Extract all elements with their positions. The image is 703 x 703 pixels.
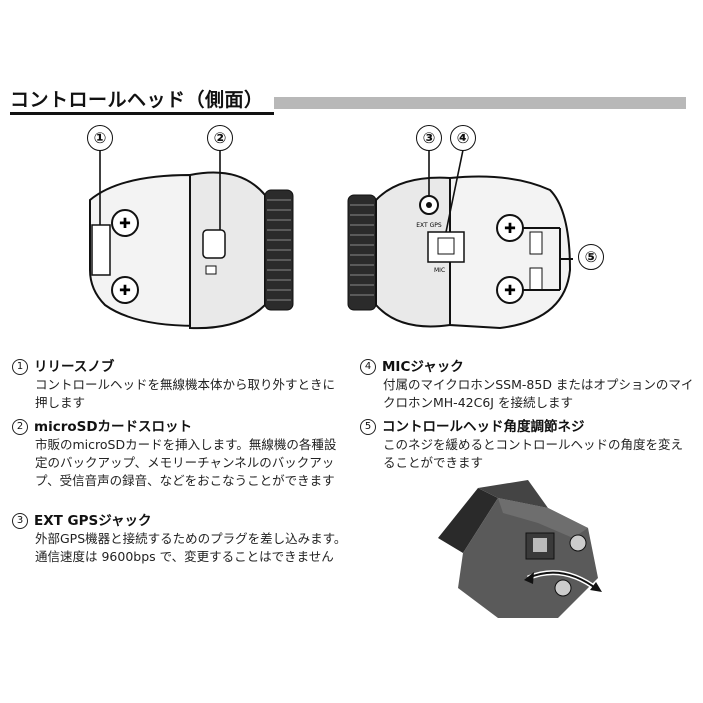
- svg-text:✚: ✚: [119, 283, 131, 299]
- mic-label: MIC: [434, 267, 445, 274]
- item-ext-gps-jack: 3 EXT GPSジャック 外部GPS機器と接続するためのプラグを差し込みます。通…: [12, 512, 347, 566]
- svg-text:✚: ✚: [504, 283, 516, 299]
- item-number: 3: [12, 513, 28, 529]
- item-release-knob: 1 リリースノブ コントロールヘッドを無線機本体から取り外すときに押します: [12, 358, 347, 412]
- right-side-view: EXT GPS MIC ✚ ✚: [347, 175, 573, 330]
- item-title: コントロールヘッド角度調節ネジ: [382, 419, 585, 435]
- item-title: EXT GPSジャック: [34, 513, 152, 529]
- item-body: コントロールヘッドを無線機本体から取り外すときに押します: [35, 377, 336, 410]
- item-title: microSDカードスロット: [34, 419, 193, 435]
- angle-adjust-photo: [438, 480, 602, 618]
- section-title: コントロールヘッド（側面）: [10, 88, 274, 115]
- item-body: 外部GPS機器と接続するためのプラグを差し込みます。通信速度は 9600bps …: [35, 531, 347, 564]
- item-angle-screw: 5 コントロールヘッド角度調節ネジ このネジを緩めるとコントロールヘッドの角度を変…: [360, 418, 695, 472]
- callout-2: ②: [207, 125, 233, 151]
- callout-3: ③: [416, 125, 442, 151]
- svg-text:✚: ✚: [119, 216, 131, 232]
- section-header: コントロールヘッド（側面）: [10, 88, 686, 115]
- item-body: このネジを緩めるとコントロールヘッドの角度を変えることができます: [383, 437, 684, 470]
- svg-text:✚: ✚: [504, 221, 516, 237]
- item-mic-jack: 4 MICジャック 付属のマイクロホンSSM-85D またはオプションのマイクロホ…: [360, 358, 695, 412]
- control-head-side-figure: ✚ ✚ EXT GPS MIC ✚ ✚: [89, 149, 573, 330]
- ext-gps-label: EXT GPS: [416, 222, 442, 229]
- callout-4: ④: [450, 125, 476, 151]
- callout-5: ⑤: [578, 244, 604, 270]
- item-title: リリースノブ: [34, 359, 115, 375]
- left-side-view: ✚ ✚: [89, 171, 294, 330]
- item-number: 4: [360, 359, 376, 375]
- item-body: 市販のmicroSDカードを挿入します。無線機の各種設定のバックアップ、メモリー…: [35, 437, 337, 488]
- callout-1: ①: [87, 125, 113, 151]
- item-title: MICジャック: [382, 359, 464, 375]
- item-body: 付属のマイクロホンSSM-85D またはオプションのマイクロホンMH-42C6J…: [383, 377, 694, 410]
- item-number: 5: [360, 419, 376, 435]
- item-microsd-slot: 2 microSDカードスロット 市販のmicroSDカードを挿入します。無線機の…: [12, 418, 347, 490]
- item-number: 2: [12, 419, 28, 435]
- item-number: 1: [12, 359, 28, 375]
